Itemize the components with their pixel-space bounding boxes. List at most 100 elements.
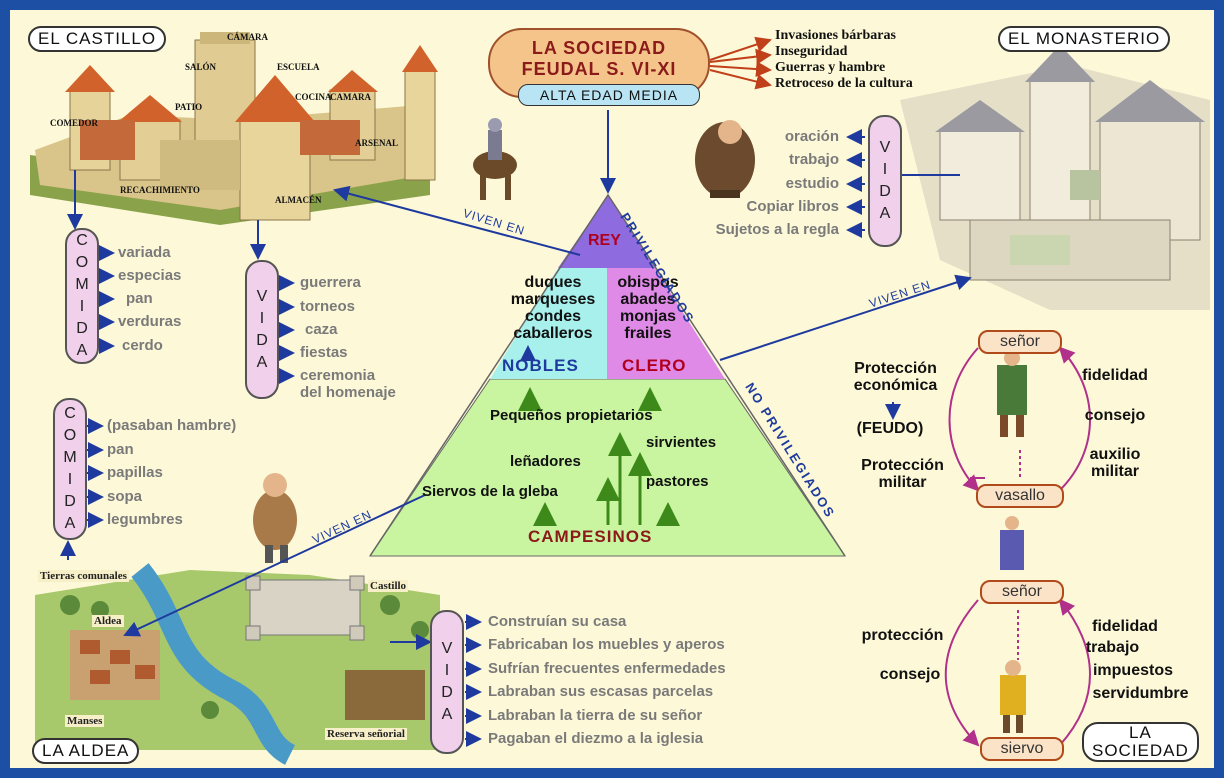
village-vida-item: Sufrían frecuentes enfermedades bbox=[488, 660, 726, 677]
village-vida-item: Labraban la tierra de su señor bbox=[488, 707, 703, 724]
serf-badge: siervo bbox=[980, 737, 1064, 761]
village-vida-item: Labraban sus escasas parcelas bbox=[488, 683, 714, 700]
village-map-illustration bbox=[35, 563, 440, 765]
letter: V bbox=[441, 640, 453, 657]
list-arrows bbox=[87, 129, 865, 747]
society-label-line2: SOCIEDAD bbox=[1092, 741, 1189, 760]
castle-room-label: PATIO bbox=[175, 102, 203, 112]
protection-label: protección bbox=[861, 627, 944, 644]
village-comida-pill: C O M I D A bbox=[53, 398, 87, 540]
military-aid-label: auxilio militar bbox=[1089, 446, 1141, 480]
letter: D bbox=[64, 493, 76, 510]
castle-vida-item: ceremonia del homenaje bbox=[300, 367, 396, 401]
castle-room-label: COCINA bbox=[295, 92, 332, 102]
fief-label: (FEUDO) bbox=[856, 420, 924, 437]
letter: D bbox=[76, 320, 88, 337]
letter: O bbox=[75, 254, 89, 271]
subtitle-badge: ALTA EDAD MEDIA bbox=[518, 84, 700, 106]
noble-rank: marqueses bbox=[510, 291, 596, 308]
noble-rank: condes bbox=[524, 308, 581, 325]
society-label: LA SOCIEDAD bbox=[1082, 722, 1199, 762]
serf-figure bbox=[1000, 660, 1026, 733]
map-label: Aldea bbox=[92, 615, 124, 627]
monk-figure bbox=[695, 120, 755, 198]
pyramid-lenadores: leñadores bbox=[510, 453, 581, 470]
clergy-list: obispos abades monjas frailes bbox=[608, 274, 688, 342]
clergy-rank: abades bbox=[620, 291, 676, 308]
concept-map: EL CASTILLO EL MONASTERIO LA ALDEA LA SO… bbox=[10, 10, 1214, 768]
vassal-badge: vasallo bbox=[976, 484, 1064, 508]
castle-vida-item: caza bbox=[305, 321, 338, 338]
castle-vida-item: guerrera bbox=[300, 274, 361, 291]
pyramid-pequenos: Pequeños propietarios bbox=[490, 407, 653, 424]
clergy-rank: monjas bbox=[619, 308, 676, 325]
cause-item: Invasiones bárbaras bbox=[775, 28, 896, 43]
monastery-label: EL MONASTERIO bbox=[998, 26, 1171, 52]
castle-room-label: CAMARA bbox=[330, 92, 371, 102]
village-comida-item: papillas bbox=[107, 464, 163, 481]
lord-badge: señor bbox=[978, 330, 1062, 354]
village-vida-item: Pagaban el diezmo a la iglesia bbox=[488, 730, 704, 747]
pyramid bbox=[369, 193, 846, 557]
letter: C bbox=[64, 405, 76, 422]
village-vida-pill: V I D A bbox=[430, 610, 464, 754]
serf-obligation: servidumbre bbox=[1092, 685, 1189, 702]
letter: D bbox=[441, 684, 453, 701]
castle-comida-item: cerdo bbox=[122, 337, 163, 354]
clergy-rank: frailes bbox=[624, 325, 672, 342]
society-label-line1: LA bbox=[1129, 723, 1152, 742]
letter: A bbox=[64, 515, 76, 532]
castle-room-label: ALMACÉN bbox=[275, 195, 322, 205]
castle-vida-item: fiestas bbox=[300, 344, 348, 361]
castle-comida-item: verduras bbox=[118, 313, 182, 330]
castle-room-label: ESCUELA bbox=[277, 62, 320, 72]
cause-item: Retroceso de la cultura bbox=[775, 76, 913, 91]
diagram-graphics bbox=[30, 32, 1210, 765]
letter: I bbox=[444, 662, 450, 679]
letter: D bbox=[879, 183, 891, 200]
pyramid-rey: REY bbox=[588, 232, 621, 249]
castle-vida-pill: V I D A bbox=[245, 260, 279, 399]
lord-figure bbox=[997, 350, 1027, 437]
letter: A bbox=[441, 706, 453, 723]
castle-illustration bbox=[30, 32, 438, 225]
castle-room-label: SALÓN bbox=[185, 62, 217, 72]
map-label: Castillo bbox=[368, 580, 409, 592]
castle-room-label: COMEDOR bbox=[50, 118, 98, 128]
village-comida-item: pan bbox=[107, 441, 134, 458]
pyramid-clero: CLERO bbox=[622, 356, 687, 375]
letter: M bbox=[75, 276, 89, 293]
counsel-label: consejo bbox=[1084, 407, 1146, 424]
village-label: LA ALDEA bbox=[32, 738, 140, 764]
title-line1: LA SOCIEDAD bbox=[531, 38, 667, 58]
village-comida-item: (pasaban hambre) bbox=[107, 417, 237, 434]
letter: A bbox=[879, 205, 891, 222]
village-vida-item: Fabricaban los muebles y aperos bbox=[488, 636, 725, 653]
village-vida-item: Construían su casa bbox=[488, 613, 627, 630]
letter: V bbox=[256, 287, 268, 305]
serf-obligation: impuestos bbox=[1092, 662, 1173, 679]
monastery-vida-item: Copiar libros bbox=[746, 198, 839, 215]
pyramid-campesinos: CAMPESINOS bbox=[528, 527, 653, 546]
pyramid-sirvientes: sirvientes bbox=[646, 434, 717, 451]
monastery-vida-item: Sujetos a la regla bbox=[715, 221, 839, 238]
letter: D bbox=[256, 331, 268, 349]
letter: I bbox=[259, 309, 265, 327]
monastery-illustration bbox=[900, 45, 1210, 310]
village-comida-item: legumbres bbox=[107, 511, 183, 528]
pyramid-siervos: Siervos de la gleba bbox=[422, 483, 558, 500]
title-line2: FEUDAL S. VI-XI bbox=[521, 59, 677, 79]
letter: C bbox=[76, 232, 88, 249]
castle-room-label: RECACHIMIENTO bbox=[120, 185, 200, 195]
castle-room-label: CÁMARA bbox=[227, 32, 268, 42]
letter: A bbox=[256, 353, 268, 371]
castle-vida-item: torneos bbox=[300, 298, 356, 315]
castle-room-label: ARSENAL bbox=[355, 138, 399, 148]
map-label: Tierras comunales bbox=[38, 570, 129, 582]
letter: A bbox=[76, 342, 88, 359]
peasant-figure bbox=[253, 473, 297, 563]
monastery-vida-item: trabajo bbox=[788, 151, 839, 168]
lord-badge-2: señor bbox=[980, 580, 1064, 604]
monastery-vida-item: oración bbox=[784, 128, 839, 145]
cause-item: Guerras y hambre bbox=[775, 60, 886, 75]
